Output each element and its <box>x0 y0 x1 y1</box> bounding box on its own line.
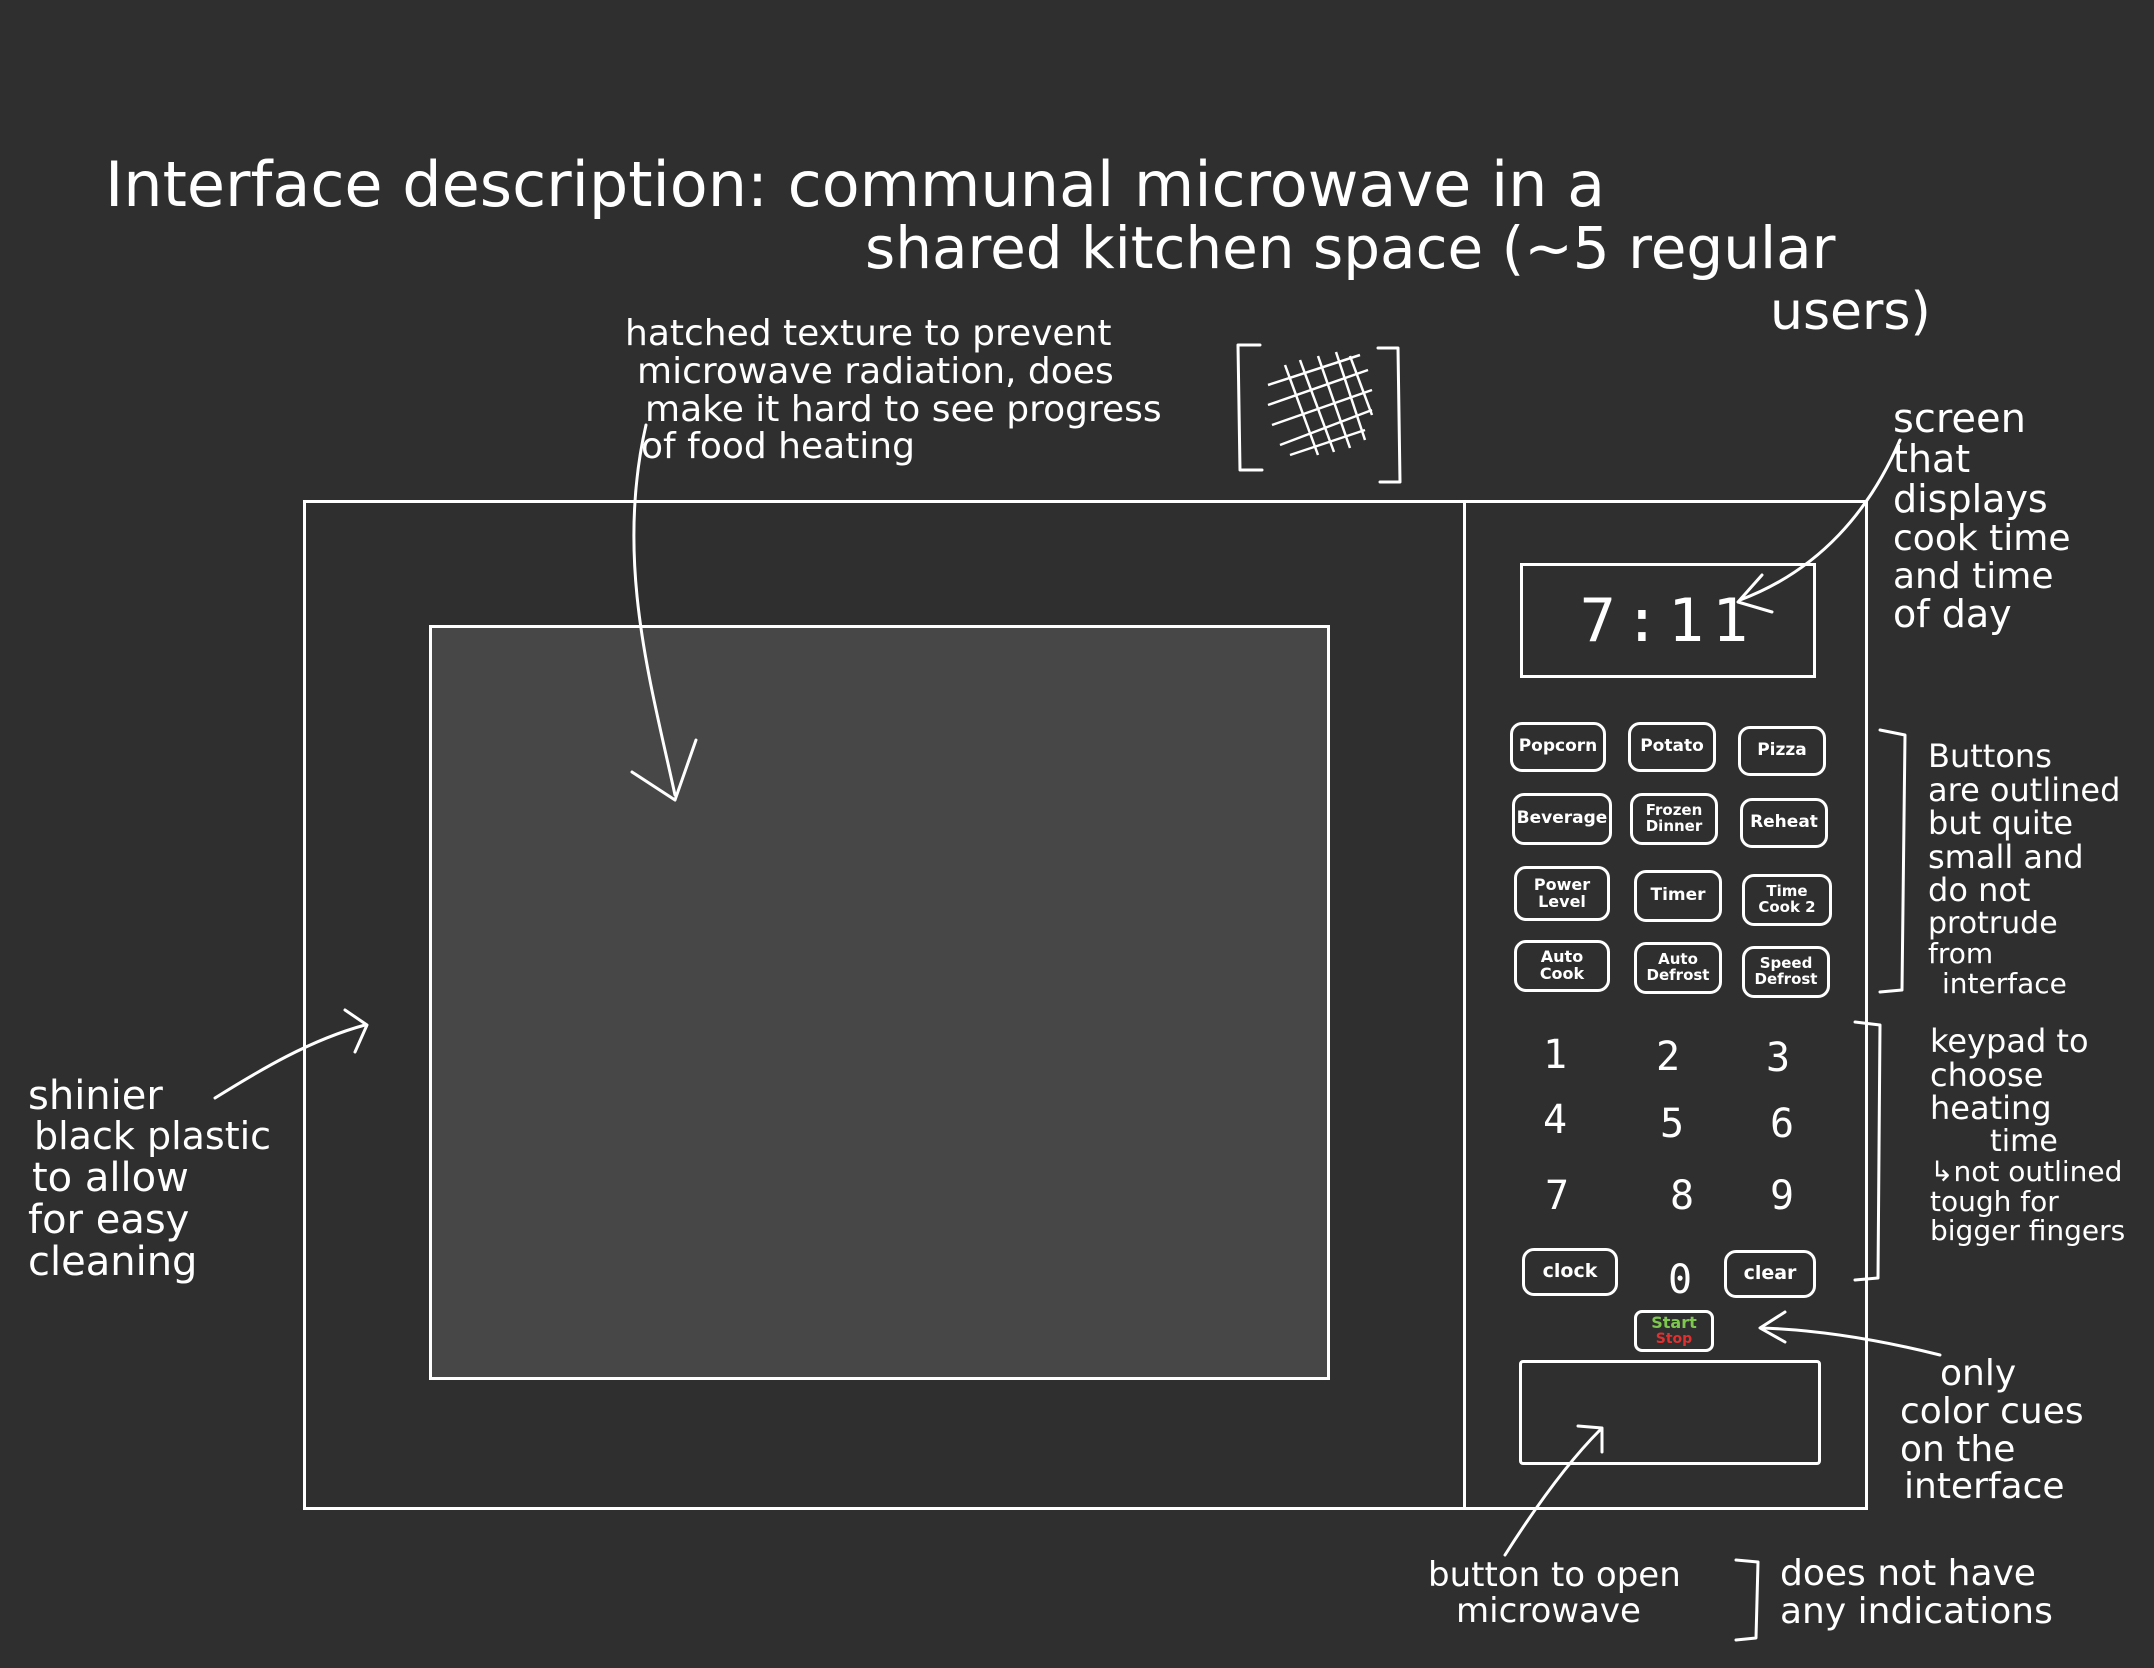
note-open-button: button to open microwave <box>1428 1555 1681 1629</box>
frozen-dinner-button[interactable]: Frozen Dinner <box>1630 793 1718 845</box>
clear-button[interactable]: clear <box>1724 1250 1816 1298</box>
note-line: color cues <box>1900 1390 2084 1432</box>
note-keypad: keypad to choose heating time ↳not outli… <box>1930 1022 2126 1248</box>
key-3[interactable]: 3 <box>1765 1035 1791 1081</box>
open-button-arrowhead <box>1576 1424 1604 1454</box>
speed-defrost-button[interactable]: Speed Defrost <box>1742 946 1830 998</box>
note-line: small and <box>1928 837 2084 876</box>
note-color-cues: only color cues on the interface <box>1900 1355 2084 1506</box>
open-button-arrow <box>1503 1428 1602 1557</box>
note-line: for easy <box>28 1196 190 1243</box>
color-arrowhead <box>1758 1310 1787 1344</box>
hatch-sample-bracket-left <box>1236 343 1264 472</box>
note-line: protrude <box>1928 905 2058 941</box>
note-line: displays <box>1893 476 2048 521</box>
note-line: bigger fingers <box>1930 1214 2126 1248</box>
note-line: are outlined <box>1928 770 2121 809</box>
key-7[interactable]: 7 <box>1544 1173 1570 1219</box>
note-line: does not have <box>1780 1553 2036 1594</box>
note-line: microwave <box>1456 1590 1641 1631</box>
color-arrow <box>1760 1326 1942 1357</box>
note-line: interface <box>1904 1466 2065 1508</box>
display-time: 7:11 <box>1579 585 1757 656</box>
door-open-button[interactable] <box>1519 1360 1821 1465</box>
hatch-sample-bracket-right <box>1376 346 1402 484</box>
buttons-bracket <box>1878 728 1907 994</box>
screen-arrow <box>1738 438 1902 602</box>
note-line: ↳not outlined <box>1930 1155 2123 1189</box>
note-line: only <box>1940 1353 2017 1394</box>
key-4[interactable]: 4 <box>1542 1097 1568 1143</box>
time-cook-2-button[interactable]: Time Cook 2 <box>1742 874 1832 926</box>
title-line-1: Interface description: communal microwav… <box>105 148 1606 221</box>
plastic-arrowhead <box>343 1008 369 1054</box>
screen-arrowhead <box>1736 573 1774 614</box>
note-line: but quite <box>1928 804 2074 843</box>
note-line: on the <box>1900 1428 2016 1470</box>
note-line: to allow <box>32 1154 189 1201</box>
note-line: any indications <box>1780 1590 2053 1632</box>
note-line: shinier <box>28 1073 163 1119</box>
pizza-button[interactable]: Pizza <box>1738 726 1826 776</box>
note-line: heating <box>1930 1089 2052 1128</box>
note-line: that <box>1893 437 1971 481</box>
note-line: of food heating <box>641 426 915 468</box>
potato-button[interactable]: Potato <box>1628 722 1716 772</box>
title-line-2: shared kitchen space (~5 regular <box>865 214 1836 282</box>
power-level-button[interactable]: Power Level <box>1514 866 1610 921</box>
note-line: screen <box>1893 396 2026 442</box>
note-line: keypad to <box>1930 1022 2089 1060</box>
note-screen: screen that displays cook time and time … <box>1893 398 2070 635</box>
beverage-button[interactable]: Beverage <box>1512 793 1612 845</box>
microwave-body <box>303 500 1868 1510</box>
note-line: make it hard to see progress <box>645 388 1162 430</box>
auto-defrost-button[interactable]: Auto Defrost <box>1634 942 1722 994</box>
note-line: cook time <box>1893 517 2071 559</box>
hatched-arrowhead <box>630 738 698 802</box>
microwave-window <box>429 625 1330 1380</box>
plastic-arrow <box>213 1023 367 1100</box>
auto-cook-button[interactable]: Auto Cook <box>1514 940 1610 992</box>
timer-button[interactable]: Timer <box>1634 870 1722 922</box>
note-line: button to open <box>1428 1555 1681 1595</box>
time-display: 7:11 <box>1520 563 1816 678</box>
open-button-bracket <box>1734 1558 1760 1642</box>
hatch-sample <box>1267 351 1374 457</box>
title-line-3: users) <box>1770 282 1931 342</box>
popcorn-button[interactable]: Popcorn <box>1510 722 1606 772</box>
note-no-indications: does not have any indications <box>1780 1555 2053 1631</box>
stop-label: Stop <box>1655 1331 1693 1348</box>
reheat-button[interactable]: Reheat <box>1740 798 1828 848</box>
key-0[interactable]: 0 <box>1667 1257 1693 1303</box>
start-label: Start <box>1651 1313 1697 1333</box>
note-line: tough for <box>1930 1184 2059 1218</box>
note-line: hatched texture to prevent <box>625 313 1112 354</box>
key-5[interactable]: 5 <box>1659 1101 1685 1147</box>
start-stop-button[interactable]: Start Stop <box>1634 1310 1714 1352</box>
key-1[interactable]: 1 <box>1542 1032 1568 1078</box>
note-hatched-texture: hatched texture to prevent microwave rad… <box>625 313 1162 466</box>
clock-button[interactable]: clock <box>1522 1248 1618 1296</box>
key-6[interactable]: 6 <box>1769 1101 1795 1147</box>
note-line: and time <box>1893 555 2054 597</box>
note-line: cleaning <box>28 1238 198 1285</box>
note-line: black plastic <box>34 1114 272 1158</box>
note-line: do not <box>1928 871 2031 910</box>
key-9[interactable]: 9 <box>1769 1173 1795 1219</box>
key-2[interactable]: 2 <box>1655 1034 1681 1080</box>
note-line: from <box>1928 937 1994 971</box>
note-line: microwave radiation, does <box>637 350 1114 392</box>
note-line: interface <box>1942 966 2067 1000</box>
note-line: of day <box>1893 592 2012 637</box>
note-buttons: Buttons are outlined but quite small and… <box>1928 737 2121 998</box>
key-8[interactable]: 8 <box>1669 1173 1695 1219</box>
note-line: choose <box>1930 1055 2044 1094</box>
note-plastic: shinier black plastic to allow for easy … <box>28 1073 271 1285</box>
hatched-arrow <box>632 423 677 797</box>
control-panel-divider <box>1463 500 1466 1510</box>
note-line: time <box>1990 1123 2058 1159</box>
note-line: Buttons <box>1928 737 2052 775</box>
keypad-bracket <box>1853 1020 1882 1282</box>
